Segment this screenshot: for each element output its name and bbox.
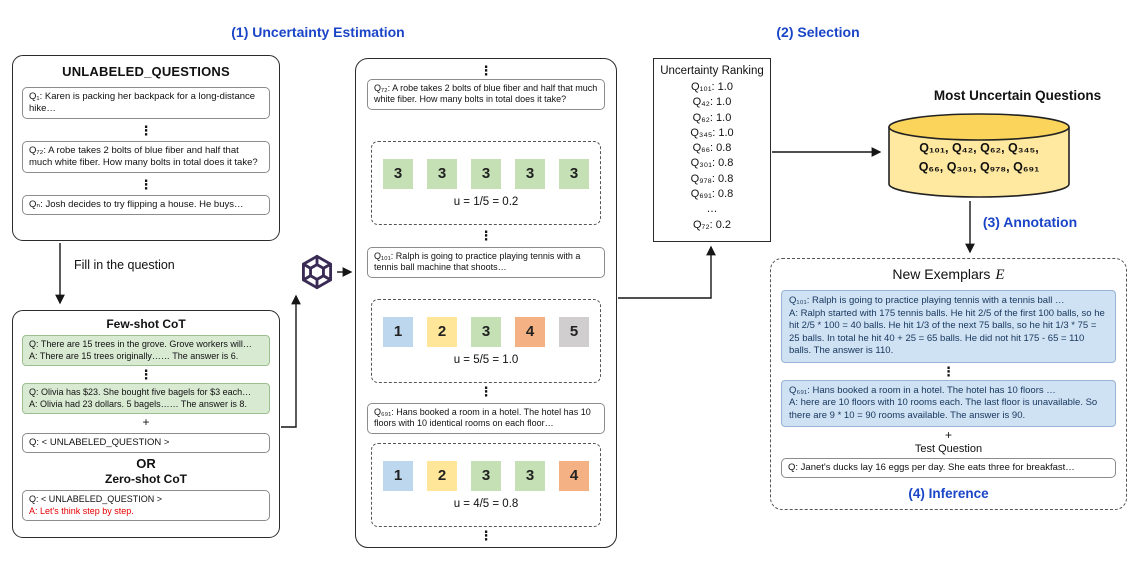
plus-sign: + [944,428,952,443]
answers-group-q72: 3 3 3 3 3 u = 1/5 = 0.2 [371,141,601,225]
question-q72: Q₇₂: A robe takes 2 bolts of blue fiber … [22,140,270,173]
cot-exemplar-1: Q: There are 15 trees in the grove. Grov… [22,335,270,367]
new-exemplar-1-answer: A: Ralph started with 175 tennis balls. … [789,307,1105,357]
question-q1: Q₁: Karen is packing her backpack for a … [22,87,270,119]
vertical-ellipsis: ⋮ [139,176,153,192]
unlabeled-questions-panel: UNLABELED_QUESTIONS Q₁: Karen is packing… [12,55,280,241]
ranking-item: Q₇₂: 0.2 [692,218,731,231]
zero-shot-cot-title: Zero-shot CoT [105,472,187,487]
ranking-item: Q₁₀₁: 1.0 [691,81,733,93]
ranking-item: Q₄₂: 1.0 [692,96,732,109]
answer-square: 1 [383,460,413,491]
answer-squares-row: 1 2 3 4 5 [383,316,589,347]
selected-ids-line2: Q₆₆, Q₃₀₁, Q₉₇₈, Q₆₉₁ [918,160,1040,175]
new-exemplar-2-answer: A: here are 10 floors with 10 rooms each… [789,397,1098,421]
step4-title: (4) Inference [908,486,989,502]
arrow-prompt-to-llm [281,294,301,428]
estimation-question-q101: Q₁₀₁: Ralph is going to practice playing… [367,247,605,278]
question-qn: Qₙ: Josh decides to try flipping a house… [22,194,270,215]
uncertainty-value: u = 5/5 = 1.0 [453,353,519,366]
selected-question-ids: Q₁₀₁, Q₄₂, Q₆₂, Q₃₄₅, Q₆₆, Q₃₀₁, Q₉₇₈, Q… [892,139,1066,178]
uncertainty-estimation-panel: ⋮ Q₇₂: A robe takes 2 bolts of blue fibe… [355,58,617,548]
answer-square: 4 [515,316,545,347]
answers-group-q691: 1 2 3 3 4 u = 4/5 = 0.8 [371,443,601,527]
answer-square: 3 [471,460,501,491]
selected-questions-database: Q₁₀₁, Q₄₂, Q₆₂, Q₃₄₅, Q₆₆, Q₃₀₁, Q₉₇₈, Q… [886,112,1072,200]
answer-square: 4 [559,460,589,491]
answer-square: 3 [515,460,545,491]
ranking-item: Q₉₇₈: 0.8 [690,172,734,185]
database-cylinder-icon [888,113,1070,198]
zero-shot-trigger: A: Let's think step by step. [29,505,134,516]
ranking-item: Q₆₂: 1.0 [692,111,732,124]
ranking-item: Q₆₆: 0.8 [692,142,732,155]
cot-exemplar-1-answer: A: There are 15 trees originally…… The a… [29,350,239,361]
vertical-ellipsis: ⋮ [479,63,493,78]
new-exemplar-2: Q₆₉₁: Hans booked a room in a hotel. The… [781,379,1116,428]
openai-logo-icon [298,253,336,291]
answer-squares-row: 1 2 3 3 4 [383,460,589,491]
plus-sign: + [142,415,150,430]
ranking-item: … [706,203,718,216]
answer-square: 3 [383,158,413,189]
most-uncertain-questions-label: Most Uncertain Questions [933,88,1102,103]
answers-group-q101: 1 2 3 4 5 u = 5/5 = 1.0 [371,299,601,383]
new-exemplars-title-text: New Exemplars [892,266,991,282]
vertical-ellipsis: ⋮ [479,384,493,399]
answer-square: 3 [471,316,501,347]
ranking-item: Q₃₀₁: 0.8 [690,157,734,170]
answer-squares-row: 3 3 3 3 3 [383,158,589,189]
answer-square: 3 [559,158,589,189]
new-exemplar-1-question: Q₁₀₁: Ralph is going to practice playing… [789,295,1065,306]
unlabeled-questions-title: UNLABELED_QUESTIONS [62,64,230,79]
step2-title: (2) Selection [776,24,860,40]
arrow-estimation-to-ranking [618,245,716,299]
uncertainty-ranking-panel: Uncertainty Ranking Q₁₀₁: 1.0 Q₄₂: 1.0 Q… [653,58,771,242]
zero-shot-question: Q: < UNLABELED_QUESTION > [29,494,163,505]
ranking-item: Q₆₉₁: 0.8 [690,188,734,201]
answer-square: 3 [515,158,545,189]
zero-shot-prompt: Q: < UNLABELED_QUESTION > A: Let's think… [22,490,270,522]
test-question: Q: Janet's ducks lay 16 eggs per day. Sh… [781,458,1116,479]
test-question-label: Test Question [914,443,983,456]
step3-title: (3) Annotation [982,214,1078,230]
answer-square: 2 [427,460,457,491]
new-exemplar-2-question: Q₆₉₁: Hans booked a room in a hotel. The… [789,384,1056,396]
answer-square: 3 [427,158,457,189]
vertical-ellipsis: ⋮ [479,528,493,543]
exemplars-set-symbol: E [995,267,1005,283]
vertical-ellipsis: ⋮ [139,367,153,383]
step1-title: (1) Uncertainty Estimation [231,24,405,40]
ranking-item: Q₃₄₅: 1.0 [690,126,734,139]
answer-square: 2 [427,316,457,347]
answer-square: 3 [471,158,501,189]
cot-exemplar-2-question: Q: Olivia has $23. She bought five bagel… [29,387,252,398]
few-shot-cot-title: Few-shot CoT [106,317,186,331]
unlabeled-question-slot: Q: < UNLABELED_QUESTION > [22,433,270,454]
or-label: OR [136,456,156,472]
vertical-ellipsis: ⋮ [479,228,493,243]
ranking-title: Uncertainty Ranking [660,65,764,77]
vertical-ellipsis: ⋮ [139,122,153,138]
uncertainty-value: u = 1/5 = 0.2 [453,195,519,208]
cot-exemplar-2: Q: Olivia has $23. She bought five bagel… [22,383,270,415]
vertical-ellipsis: ⋮ [942,363,955,379]
estimation-question-q72: Q₇₂: A robe takes 2 bolts of blue fiber … [367,79,605,110]
answer-square: 5 [559,316,589,347]
selected-ids-line1: Q₁₀₁, Q₄₂, Q₆₂, Q₃₄₅, [919,141,1039,155]
cot-exemplar-2-answer: A: Olivia had 23 dollars. 5 bagels…… The… [29,398,247,409]
uncertainty-value: u = 4/5 = 0.8 [453,497,519,510]
fill-in-question-label: Fill in the question [74,258,175,272]
estimation-question-q691: Q₆₉₁: Hans booked a room in a hotel. The… [367,403,605,434]
new-exemplar-1: Q₁₀₁: Ralph is going to practice playing… [781,290,1116,363]
cot-exemplar-1-question: Q: There are 15 trees in the grove. Grov… [29,339,252,349]
answer-square: 1 [383,316,413,347]
prompt-construction-panel: Few-shot CoT Q: There are 15 trees in th… [12,310,280,538]
